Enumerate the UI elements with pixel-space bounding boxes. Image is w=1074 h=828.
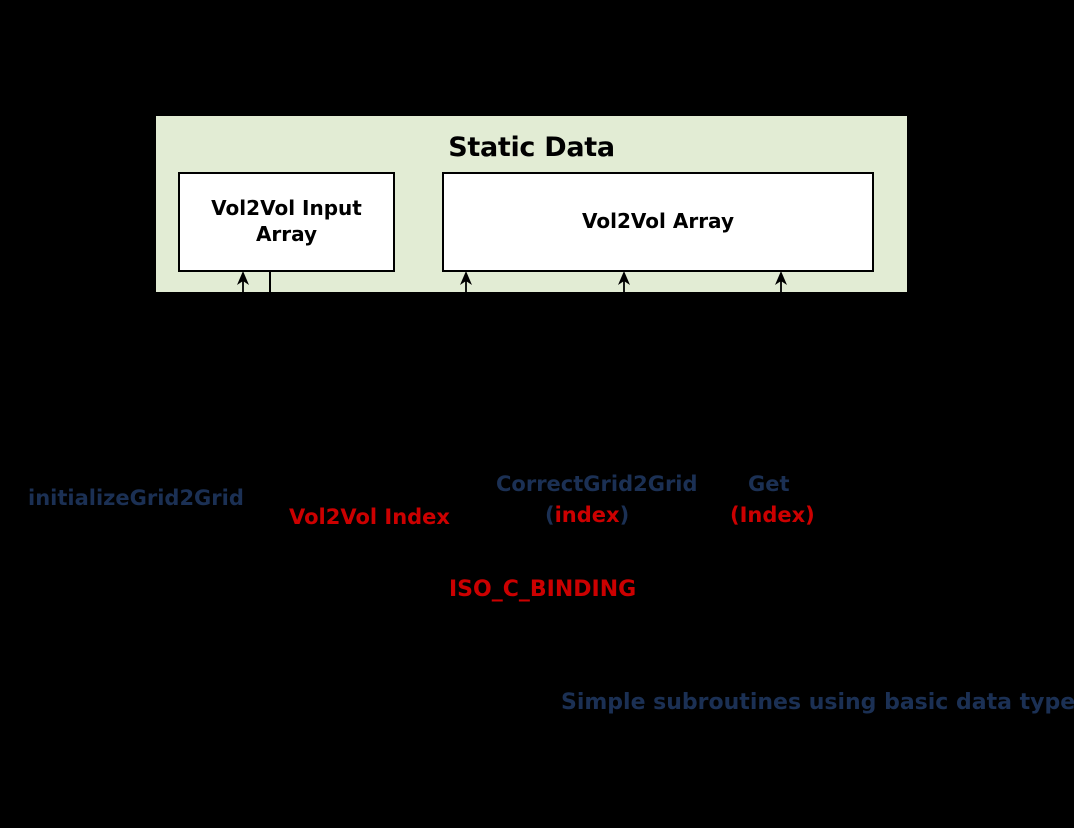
paren-open: ( xyxy=(545,503,555,527)
static-data-panel: Static Data Vol2Vol Input Array Vol2Vol … xyxy=(156,116,907,292)
label-vol2vol-index: Vol2Vol Index xyxy=(289,505,450,529)
label-initialize-grid2grid: initializeGrid2Grid xyxy=(28,486,244,510)
static-data-title: Static Data xyxy=(448,132,615,163)
label-index-argument: index xyxy=(554,503,620,527)
label-get: Get xyxy=(748,472,790,496)
box-vol2vol-input-array[interactable]: Vol2Vol Input Array xyxy=(178,172,395,272)
paren-close: ) xyxy=(619,503,630,527)
divider-line xyxy=(269,272,271,295)
label-footer-caption: Simple subroutines using basic data type xyxy=(561,690,1074,715)
box-vol2vol-array[interactable]: Vol2Vol Array xyxy=(442,172,874,272)
label-get-argument: (Index) xyxy=(730,503,815,527)
label-correct-argument: (index) xyxy=(545,503,629,527)
label-correct-grid2grid: CorrectGrid2Grid xyxy=(496,472,698,496)
label-iso-c-binding: ISO_C_BINDING xyxy=(449,577,637,602)
